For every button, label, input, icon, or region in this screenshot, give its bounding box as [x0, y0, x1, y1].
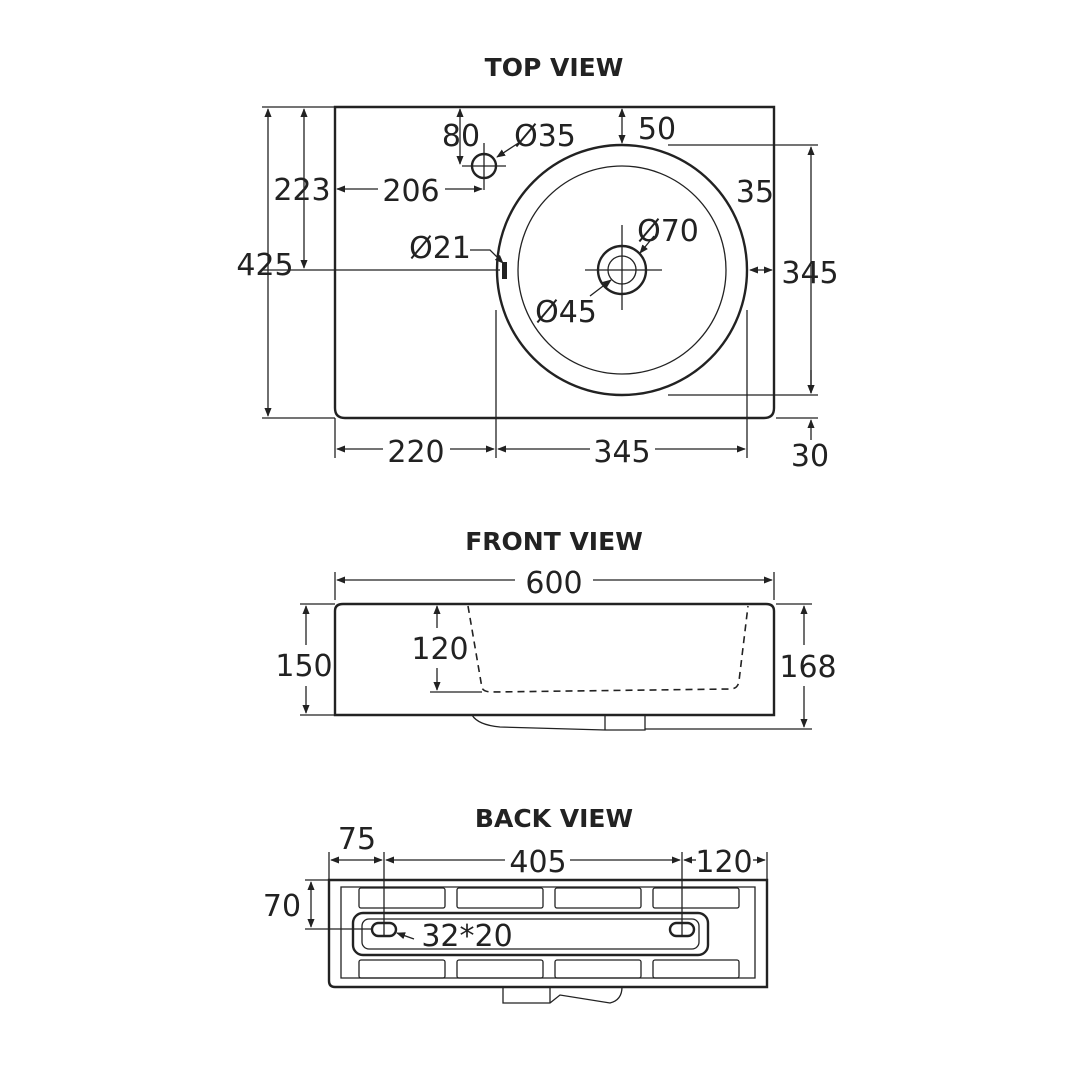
- dim-rim-width: 35: [736, 175, 774, 210]
- dim-tap-from-left: 206: [382, 174, 439, 209]
- back-view: BACK VIEW 75 405 120: [263, 804, 769, 1004]
- front-view-waste: [471, 714, 646, 731]
- overflow-slot: [502, 262, 507, 279]
- top-view-outline: [333, 105, 776, 420]
- back-rib: [652, 959, 740, 979]
- dim-outer-waste-diameter: Ø70: [637, 214, 699, 249]
- dim-bowl-diameter-vertical: 345: [781, 256, 838, 291]
- dim-bowl-depth: 120: [411, 632, 468, 667]
- dim-front-margin: 30: [791, 439, 829, 474]
- back-view-title: BACK VIEW: [475, 804, 633, 833]
- back-rib: [456, 887, 544, 909]
- dim-overall-depth: 425: [236, 248, 293, 283]
- back-view-body: [327, 878, 769, 989]
- dim-left-hole-offset: 75: [338, 822, 376, 857]
- dim-tap-offset: 80: [442, 119, 480, 154]
- mounting-hole-right: [668, 921, 696, 938]
- front-view-body: [333, 602, 776, 717]
- dim-overflow-diameter: Ø21: [409, 231, 471, 266]
- back-view-waste: [502, 986, 623, 1004]
- dim-tap-diameter: Ø35: [514, 119, 576, 154]
- back-rib: [554, 887, 642, 909]
- bowl-inner-rim: [517, 165, 727, 375]
- dim-body-height: 150: [275, 649, 332, 684]
- dim-hole-spacing: 405: [509, 845, 566, 880]
- dim-overall-width: 600: [525, 566, 582, 601]
- dim-bowl-from-back: 50: [638, 112, 676, 147]
- dim-bowl-diameter-horizontal: 345: [593, 435, 650, 470]
- back-rib: [358, 887, 446, 909]
- front-view-title: FRONT VIEW: [465, 527, 643, 556]
- dim-left-deck-width: 220: [387, 435, 444, 470]
- back-rib: [358, 959, 446, 979]
- back-rib: [554, 959, 642, 979]
- dim-tap-from-back: 223: [273, 173, 330, 208]
- front-view: FRONT VIEW 600 150 120 168: [275, 527, 837, 731]
- top-view: TOP VIEW 425 223 206 80: [236, 53, 838, 474]
- dim-hole-height: 70: [263, 889, 301, 924]
- back-rib: [456, 959, 544, 979]
- dim-waste-diameter: Ø45: [535, 295, 597, 330]
- dim-total-height: 168: [779, 650, 836, 685]
- front-view-bowl-hidden: [467, 605, 749, 693]
- dim-hole-size: 32*20: [421, 919, 512, 954]
- mounting-rail: [351, 911, 710, 957]
- back-rib: [652, 887, 740, 909]
- dim-right-hole-offset: 120: [695, 845, 752, 880]
- top-view-title: TOP VIEW: [485, 53, 624, 82]
